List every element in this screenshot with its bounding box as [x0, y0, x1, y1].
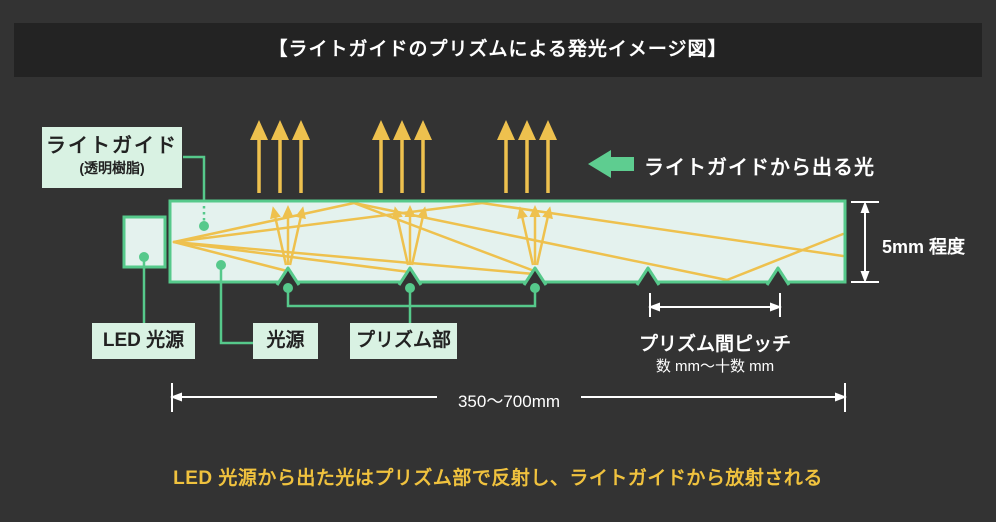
light-guide-label-subtitle: (透明樹脂)	[79, 160, 145, 176]
caption-text: LED 光源から出た光はプリズム部で反射し、ライトガイドから放射される	[173, 468, 823, 489]
light-guide-label: ライトガイド (透明樹脂)	[42, 127, 182, 188]
prism-notches	[275, 266, 791, 286]
pitch-label: プリズム間ピッチ	[638, 334, 791, 355]
label-connectors	[142, 155, 537, 345]
exit-light-arrow-icon	[588, 150, 634, 178]
prism-section-label: プリズム部	[350, 323, 457, 359]
page-title: 【ライトガイドのプリズムによる発光イメージ図】	[268, 39, 728, 60]
thickness-label: 5mm 程度	[882, 237, 966, 257]
length-label: 350〜700mm	[457, 392, 561, 411]
pitch-dimension	[648, 293, 782, 317]
connector-dots	[139, 221, 540, 293]
length-dimension	[170, 383, 847, 412]
thickness-dimension	[851, 201, 879, 283]
light-guide-label-title: ライトガイド	[46, 135, 178, 157]
led-source-label: LED 光源	[92, 323, 195, 359]
exit-light-label: ライトガイドから出る光	[644, 157, 875, 179]
pitch-range-label: 数 mm〜十数 mm	[655, 358, 775, 375]
emitted-light-arrows-icon	[250, 120, 557, 193]
reflected-ray-arrows	[270, 205, 553, 266]
header-bar: 【ライトガイドのプリズムによる発光イメージ図】	[14, 23, 982, 77]
source-label: 光源	[253, 323, 318, 359]
light-guide-outline	[168, 199, 847, 286]
